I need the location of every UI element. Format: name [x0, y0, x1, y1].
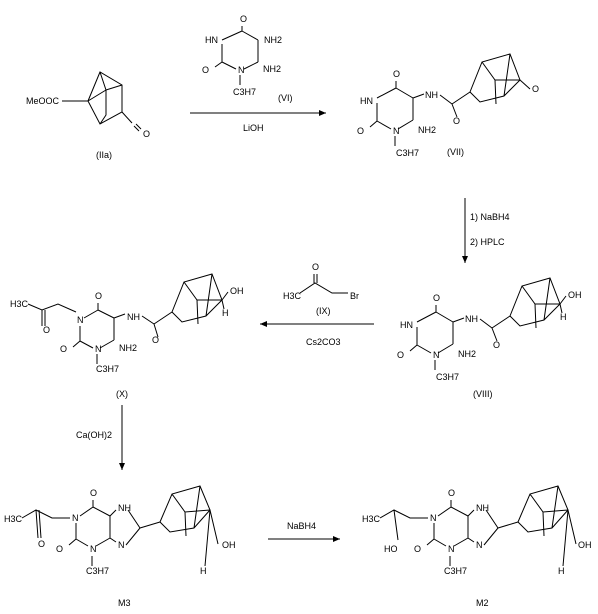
M3-nh: NH: [118, 503, 131, 513]
X-h: H: [222, 308, 229, 318]
M2-oh: OH: [578, 540, 592, 550]
VIII-oh: OH: [568, 290, 582, 300]
VIII-label: (VIII): [473, 389, 493, 399]
M3-o1: O: [90, 488, 97, 498]
VII-amide-o: O: [453, 116, 460, 126]
VIII-amide-nh: NH: [465, 314, 478, 324]
compound-VII: O HN NH O N NH2 O O C3H7 (VII): [357, 53, 539, 158]
IX-o: O: [312, 262, 319, 272]
M2-ho: HO: [384, 544, 398, 554]
compound-M3: H3C O O N NH O N N OH H C3H7 M3: [4, 485, 236, 608]
M3-oh: OH: [222, 540, 236, 550]
X-nh2: NH2: [119, 343, 137, 353]
M3-h: H: [200, 566, 207, 576]
VIII-o2: O: [397, 350, 404, 360]
VII-nh: HN: [360, 96, 373, 106]
VI-o1: O: [240, 14, 247, 24]
M2-n3: N: [448, 544, 455, 554]
M3-o2: O: [56, 544, 63, 554]
IIa-cage-bonds: [62, 71, 142, 132]
IX-label: (IX): [316, 306, 331, 316]
X-o-ket: O: [43, 325, 50, 335]
VIII-propyl: C3H7: [436, 372, 459, 382]
VI-bonds: [214, 26, 259, 85]
M2-h: H: [558, 566, 565, 576]
VII-o1: O: [393, 69, 400, 79]
VIII-nh: HN: [400, 320, 413, 330]
VII-nh2: NH2: [418, 125, 436, 135]
X-o1: O: [95, 291, 102, 301]
VI-propyl: C3H7: [233, 87, 256, 97]
M2-o1: O: [448, 488, 455, 498]
VIII-amide-o: O: [493, 340, 500, 350]
VI-nh: HN: [205, 35, 218, 45]
VIII-n: N: [433, 350, 440, 360]
VI-label: (VI): [278, 93, 293, 103]
X-amide-nh: NH: [127, 312, 140, 322]
VI-n: N: [238, 65, 245, 75]
compound-VI: O HN NH2 O N NH2 C3H7 (VI): [202, 14, 293, 103]
VI-nh2a: NH2: [264, 35, 282, 45]
VII-label: (VII): [447, 147, 464, 157]
reagent-cs2co3: Cs2CO3: [306, 337, 341, 347]
X-label: (X): [116, 389, 128, 399]
compound-X: H3C O O N NH O N NH2 O OH H C3H7 (X): [10, 273, 244, 399]
X-n1: N: [77, 315, 84, 325]
ester-group-text: MeOOC: [26, 96, 60, 106]
M3-bonds: [21, 485, 219, 567]
IX-ch3: H3C: [283, 291, 302, 301]
X-propyl: C3H7: [96, 364, 119, 374]
VII-ketone-o: O: [532, 84, 539, 94]
VII-o2: O: [357, 126, 364, 136]
IIa-ketone-o: O: [143, 129, 150, 139]
VII-propyl: C3H7: [396, 148, 419, 158]
VI-nh2b: NH2: [263, 64, 281, 74]
compound-IX: O H3C Br (IX): [283, 262, 359, 316]
M3-o-ket: O: [38, 539, 45, 549]
M2-ch3: H3C: [362, 514, 381, 524]
M3-propyl: C3H7: [86, 566, 109, 576]
VIII-o1: O: [433, 293, 440, 303]
reagent-hplc: 2) HPLC: [470, 237, 505, 247]
VIII-h: H: [560, 312, 567, 322]
M3-label: M3: [118, 598, 131, 608]
compound-VIII: O HN NH O N NH2 O OH H C3H7 (VIII): [397, 277, 582, 399]
reagent-nabh4: 1) NaBH4: [470, 212, 510, 222]
M2-propyl: C3H7: [444, 566, 467, 576]
M2-nh: NH: [476, 503, 489, 513]
IX-bonds: [299, 274, 348, 294]
X-oh: OH: [230, 286, 244, 296]
M2-label: M2: [476, 598, 489, 608]
M2-bonds: [379, 485, 577, 567]
X-o2: O: [60, 344, 67, 354]
VII-amide-nh: NH: [425, 90, 438, 100]
M3-ch3: H3C: [4, 514, 23, 524]
compound-IIa: MeOOC O (IIa): [26, 71, 150, 160]
X-amide-o: O: [152, 335, 159, 345]
compound-M2: H3C HO O N NH O N N OH H C3H7 M2: [362, 485, 592, 608]
IX-br: Br: [350, 291, 359, 301]
reagent-caoh2: Ca(OH)2: [76, 430, 112, 440]
M2-n1: N: [430, 513, 437, 523]
M3-n9: N: [118, 540, 125, 550]
M3-n1: N: [72, 513, 79, 523]
IIa-label: (IIa): [96, 150, 112, 160]
VIII-nh2: NH2: [458, 349, 476, 359]
reagent-lioh: LiOH: [243, 123, 264, 133]
VII-bonds: [369, 53, 531, 146]
M3-n3: N: [90, 544, 97, 554]
X-bonds: [27, 273, 229, 364]
X-n3: N: [95, 344, 102, 354]
VI-o2: O: [202, 65, 209, 75]
X-ch3: H3C: [10, 299, 29, 309]
VII-n: N: [393, 126, 400, 136]
M2-n9: N: [476, 540, 483, 550]
M2-o2: O: [414, 544, 421, 554]
VIII-bonds: [409, 277, 567, 370]
reagent-nabh4-final: NaBH4: [287, 521, 316, 531]
